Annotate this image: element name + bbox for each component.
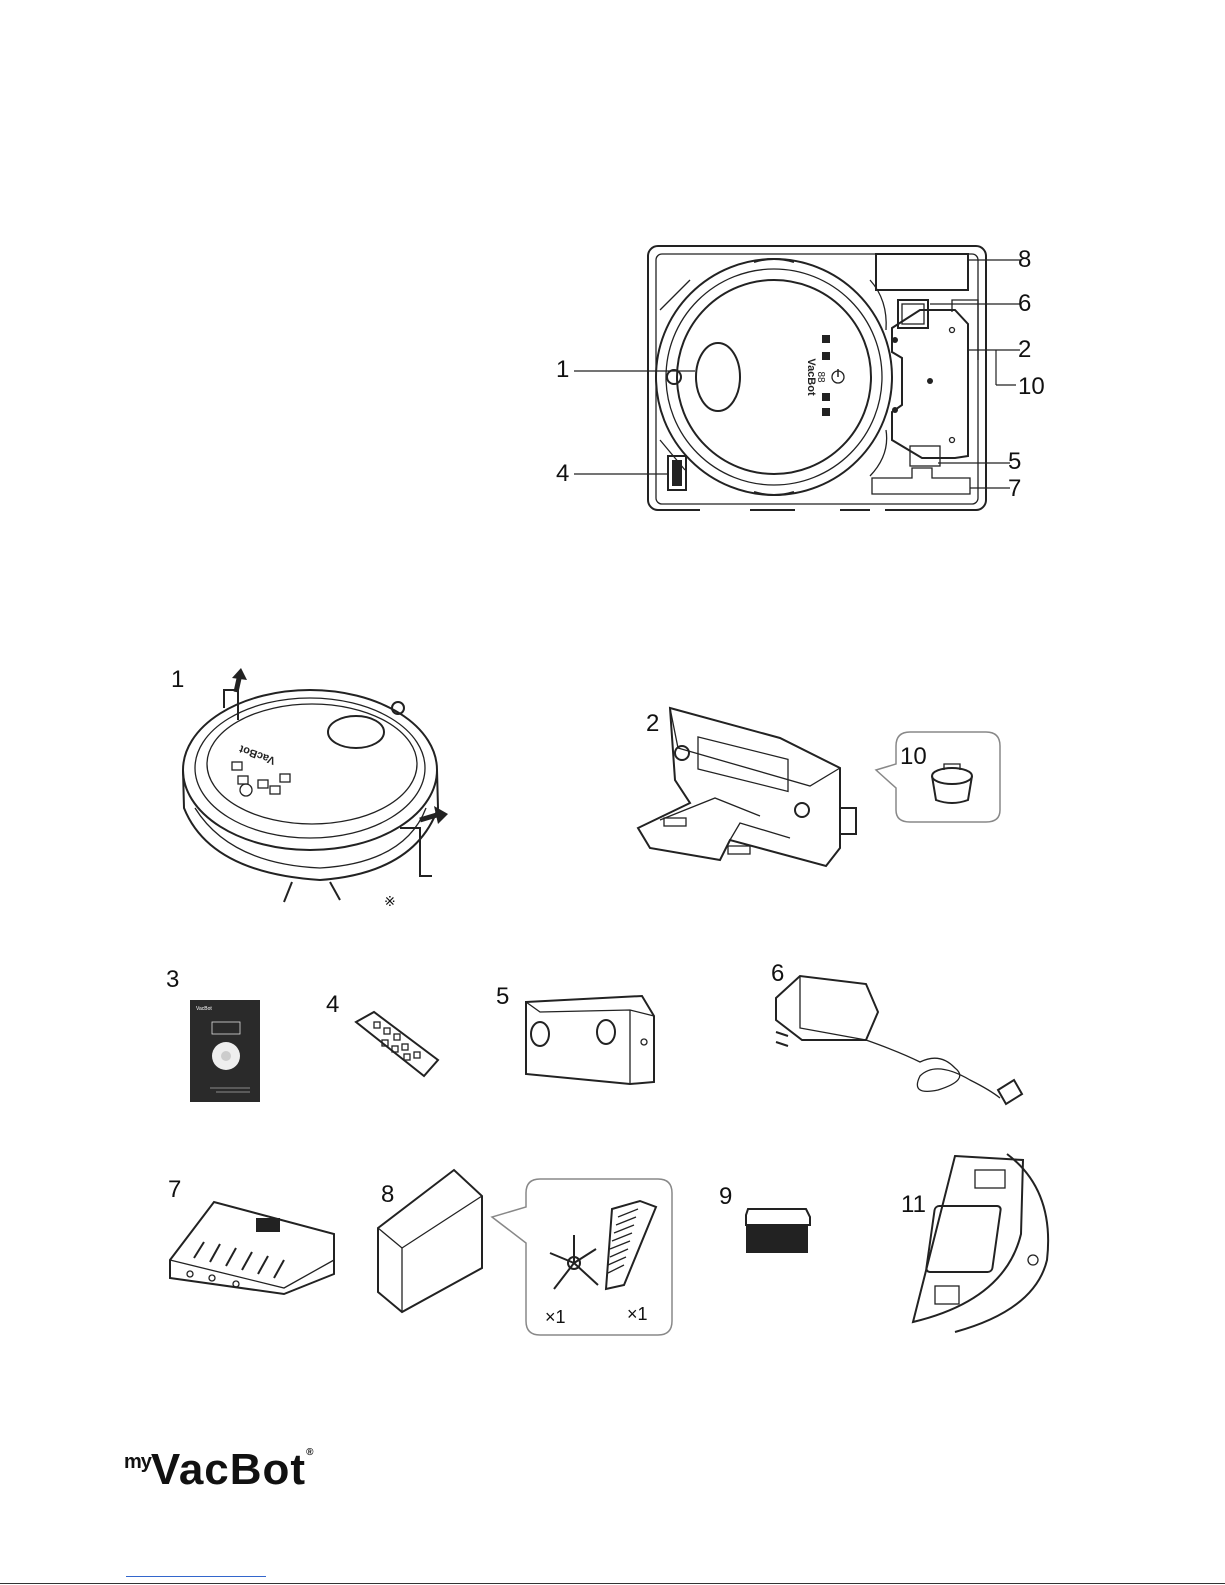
item-adapter: [770, 972, 1032, 1112]
manual-brand: VacBot: [196, 1006, 212, 1012]
item-remote: [352, 1008, 444, 1080]
callout-10: 10: [1018, 375, 1045, 399]
compartment-8: [876, 254, 968, 290]
callout-8: 8: [1018, 248, 1031, 272]
robot-outline: [656, 259, 892, 495]
package-diagram: 88 VacBot: [540, 240, 1070, 520]
brand-logo: myVacBot®: [124, 1448, 313, 1492]
item-cleaning-brush: [740, 1205, 816, 1257]
robot-brand-label: VacBot: [805, 358, 817, 396]
footer-link-underline[interactable]: [126, 1576, 266, 1577]
arrow-up-icon: [232, 668, 247, 692]
footer-rule: [0, 1583, 1225, 1584]
logo-registered-mark: ®: [306, 1447, 313, 1458]
item-bottom-view: [895, 1150, 1060, 1335]
callout-6: 6: [1018, 292, 1031, 316]
filter-qty: ×1: [627, 1305, 648, 1323]
item-block: [522, 990, 660, 1088]
logo-name: VacBot: [151, 1445, 306, 1494]
side-brush-qty: ×1: [545, 1308, 566, 1326]
item-dock: [630, 698, 880, 878]
item-robot: VacBot: [180, 668, 460, 908]
callout-1: 1: [556, 358, 569, 382]
callout-2: 2: [1018, 338, 1031, 362]
item-box: [374, 1168, 486, 1314]
callout-4: 4: [556, 462, 569, 486]
item-10-bubble: [870, 730, 1010, 830]
item-5-number: 5: [496, 985, 509, 1009]
item-3-number: 3: [166, 968, 179, 992]
item-plate: [164, 1198, 340, 1298]
item-1-note: ※: [384, 894, 396, 908]
item-9-number: 9: [719, 1185, 732, 1209]
robot-top-brand: VacBot: [238, 742, 277, 766]
item-manual: VacBot: [190, 1000, 262, 1104]
arrow-right-icon: [420, 806, 448, 824]
callout-5: 5: [1008, 450, 1021, 474]
item-10-number: 10: [900, 745, 927, 769]
logo-prefix: my: [124, 1451, 151, 1473]
item-4-number: 4: [326, 993, 339, 1017]
power-icon: [832, 369, 844, 383]
callout-7: 7: [1008, 477, 1021, 501]
